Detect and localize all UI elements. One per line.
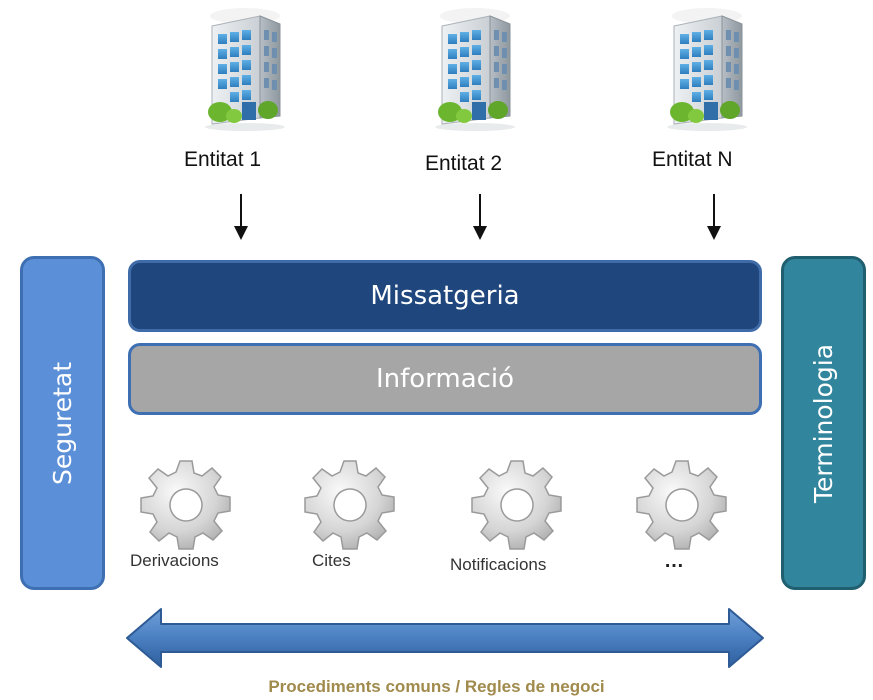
- entity-1-building-icon: [190, 6, 300, 131]
- information-label: Informació: [375, 364, 515, 394]
- security-sidebar: Seguretat: [20, 256, 105, 590]
- security-label: Seguretat: [48, 361, 77, 485]
- entity-n-label: Entitat N: [652, 148, 733, 171]
- service-label-notificacions: Notificacions: [450, 555, 547, 574]
- entity-2-arrow-down-icon: [470, 192, 490, 242]
- procedures-caption: Procediments comuns / Regles de negoci: [268, 677, 605, 696]
- service-label-more: …: [664, 550, 684, 572]
- service-label-derivacions: Derivacions: [130, 551, 219, 570]
- more-services-gear-icon: [632, 455, 732, 555]
- entity-2-label: Entitat 2: [425, 152, 503, 175]
- messaging-layer: Missatgeria: [128, 260, 762, 332]
- information-layer: Informació: [128, 343, 762, 415]
- derivacions-gear-icon: [136, 455, 236, 555]
- entity-1-label: Entitat 1: [184, 148, 262, 171]
- cites-gear-icon: [300, 455, 400, 555]
- entity-2-building-icon: [420, 6, 530, 131]
- procedures-double-arrow-icon: [125, 606, 765, 670]
- terminology-sidebar: Terminologia: [781, 256, 866, 590]
- service-label-cites: Cites: [312, 551, 351, 570]
- entity-1-arrow-down-icon: [231, 192, 251, 242]
- entity-n-building-icon: [652, 6, 762, 131]
- terminology-label: Terminologia: [809, 343, 838, 503]
- notificacions-gear-icon: [467, 455, 567, 555]
- entity-n-arrow-down-icon: [704, 192, 724, 242]
- messaging-label: Missatgeria: [370, 281, 520, 311]
